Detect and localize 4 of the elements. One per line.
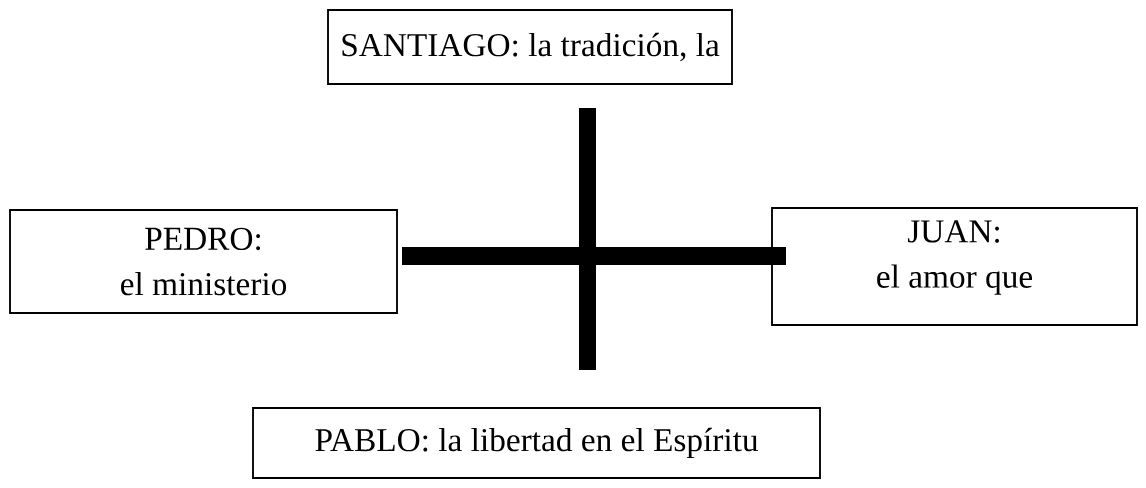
text-box: PABLO: la libertad en el Espíritu [252,407,821,479]
text-box: PEDRO: el ministerio [9,209,398,314]
text-box: JUAN: el amor que [771,207,1138,326]
text-box: SANTIAGO: la tradición, la [327,9,733,85]
